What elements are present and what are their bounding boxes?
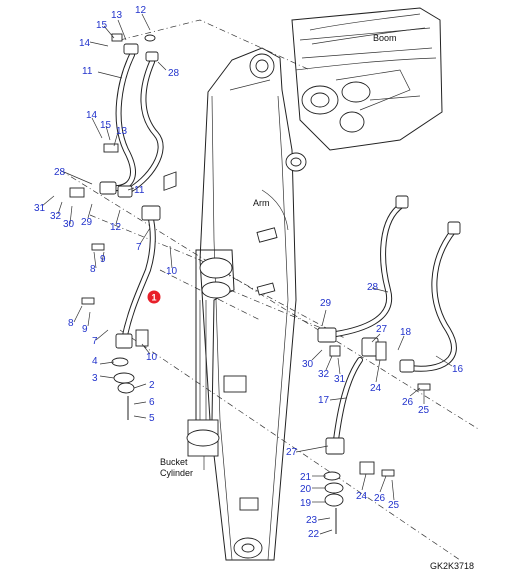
callout[interactable]: 18 bbox=[400, 327, 412, 338]
highlighted-part-number: 1 bbox=[151, 293, 156, 303]
boom-assembly: Boom bbox=[291, 7, 443, 151]
callout[interactable]: 14 bbox=[86, 110, 98, 121]
leader-lines bbox=[41, 13, 453, 535]
callout[interactable]: 26 bbox=[402, 397, 414, 408]
callout[interactable]: 2 bbox=[149, 380, 155, 391]
callout[interactable]: 23 bbox=[306, 515, 318, 526]
upper-hoses bbox=[69, 33, 164, 198]
callout[interactable]: 16 bbox=[452, 364, 464, 375]
callout[interactable]: 15 bbox=[100, 120, 112, 131]
callout[interactable]: 7 bbox=[136, 242, 142, 253]
callout[interactable]: 31 bbox=[334, 374, 346, 385]
callout[interactable]: 8 bbox=[68, 318, 74, 329]
callout[interactable]: 9 bbox=[100, 254, 106, 265]
callout[interactable]: 14 bbox=[79, 38, 91, 49]
callout[interactable]: 22 bbox=[308, 529, 320, 540]
callout[interactable]: 28 bbox=[367, 282, 379, 293]
callout[interactable]: 24 bbox=[370, 383, 382, 394]
callout[interactable]: 30 bbox=[302, 359, 314, 370]
arm-label: Arm bbox=[253, 198, 270, 208]
callout[interactable]: 3 bbox=[92, 373, 98, 384]
callout[interactable]: 19 bbox=[300, 498, 312, 509]
right-hoses bbox=[317, 195, 461, 391]
bucket-cylinder: Bucket Cylinder bbox=[160, 249, 235, 478]
callout[interactable]: 12 bbox=[135, 5, 147, 16]
callout[interactable]: 21 bbox=[300, 472, 312, 483]
callout[interactable]: 10 bbox=[146, 352, 158, 363]
callout[interactable]: 27 bbox=[376, 324, 388, 335]
bucket-cylinder-label-line2: Cylinder bbox=[160, 468, 193, 478]
callout[interactable]: 11 bbox=[134, 185, 145, 196]
callout[interactable]: 11 bbox=[82, 66, 93, 77]
callout[interactable]: 8 bbox=[90, 264, 96, 275]
lower-pipe bbox=[323, 357, 395, 534]
callout[interactable]: 7 bbox=[92, 336, 98, 347]
callout[interactable]: 9 bbox=[82, 324, 88, 335]
steel-pipe bbox=[81, 171, 177, 420]
callout[interactable]: 26 bbox=[374, 493, 386, 504]
arm-assembly: Arm bbox=[199, 47, 307, 561]
callout[interactable]: 29 bbox=[81, 217, 93, 228]
callout[interactable]: 15 bbox=[96, 20, 108, 31]
callout[interactable]: 32 bbox=[50, 211, 62, 222]
callout[interactable]: 6 bbox=[149, 397, 155, 408]
callout[interactable]: 13 bbox=[116, 126, 128, 137]
callout[interactable]: 12 bbox=[110, 222, 122, 233]
callout[interactable]: 32 bbox=[318, 369, 330, 380]
callout[interactable]: 27 bbox=[286, 447, 298, 458]
callout[interactable]: 28 bbox=[54, 167, 66, 178]
highlighted-part-marker[interactable]: 1 bbox=[147, 290, 161, 304]
callout[interactable]: 4 bbox=[92, 356, 98, 367]
callout[interactable]: 17 bbox=[318, 395, 330, 406]
callout[interactable]: 31 bbox=[34, 203, 46, 214]
callout-numbers: 13 12 15 14 28 11 14 15 13 28 11 31 32 3… bbox=[34, 5, 464, 540]
callout[interactable]: 25 bbox=[388, 500, 400, 511]
callout[interactable]: 30 bbox=[63, 219, 75, 230]
callout[interactable]: 25 bbox=[418, 405, 430, 416]
callout[interactable]: 20 bbox=[300, 484, 312, 495]
callout[interactable]: 5 bbox=[149, 413, 155, 424]
callout[interactable]: 24 bbox=[356, 491, 368, 502]
bucket-cylinder-label-line1: Bucket bbox=[160, 457, 188, 467]
callout[interactable]: 10 bbox=[166, 266, 178, 277]
callout[interactable]: 13 bbox=[111, 10, 123, 21]
callout[interactable]: 28 bbox=[168, 68, 180, 79]
drawing-code: GK2K3718 bbox=[430, 561, 474, 571]
boom-label: Boom bbox=[373, 33, 397, 43]
callout[interactable]: 29 bbox=[320, 298, 332, 309]
